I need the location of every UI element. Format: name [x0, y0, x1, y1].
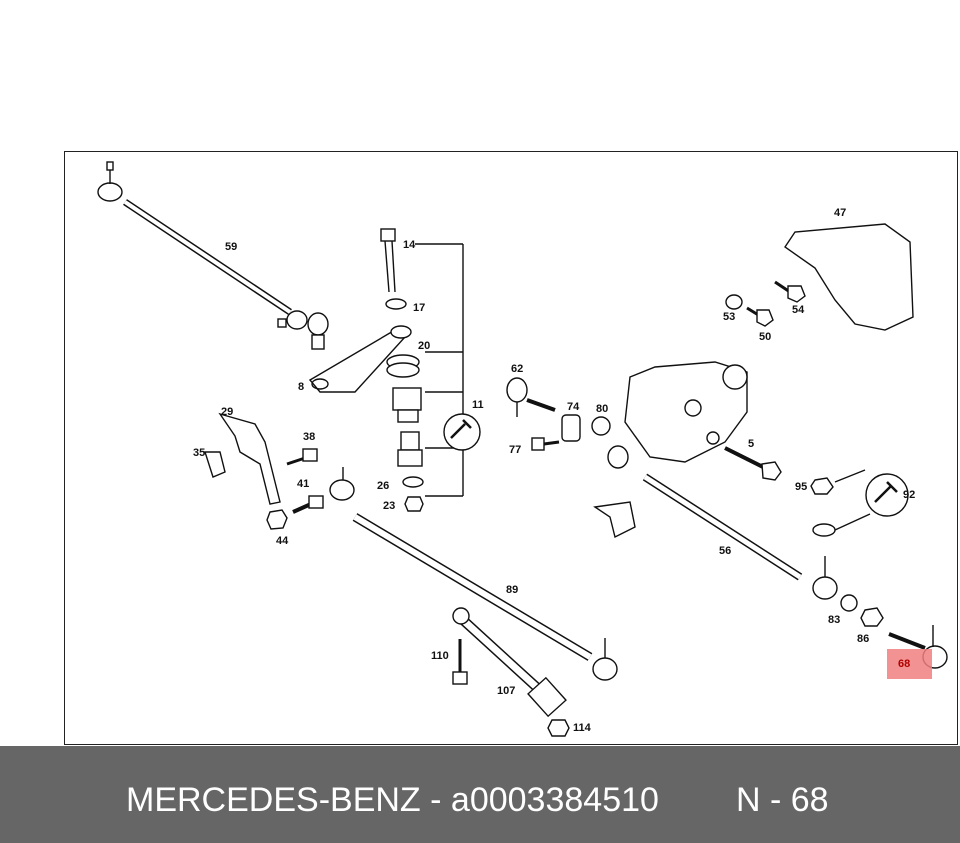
part-95-nut — [810, 477, 834, 495]
part-54-bolt — [774, 280, 806, 303]
label-62: 62 — [511, 363, 524, 375]
part-29-bracket — [204, 412, 281, 505]
part-47-cover — [784, 223, 914, 331]
parts-diagram-drawing — [97, 161, 948, 737]
label-95: 95 — [795, 481, 808, 493]
part-107-damper — [452, 607, 567, 718]
part-110-bolt — [452, 639, 468, 685]
label-54: 54 — [792, 304, 805, 316]
part-8-pitman-arm — [308, 325, 412, 393]
label-47: 47 — [834, 207, 847, 219]
label-80: 80 — [596, 403, 609, 415]
label-14: 14 — [403, 239, 416, 251]
label-110: 110 — [431, 650, 449, 662]
part-23-nut — [404, 496, 424, 512]
label-26: 26 — [377, 480, 390, 492]
label-83: 83 — [828, 614, 841, 626]
part-59-tie-rod — [97, 161, 329, 350]
part-89-tie-rod — [329, 467, 618, 681]
parts-diagram-frame: 59 14 17 8 20 11 29 35 38 41 44 26 23 62… — [64, 151, 958, 745]
part-114-nut — [547, 719, 570, 737]
footer-reference: N - 68 — [736, 781, 829, 819]
label-5: 5 — [748, 438, 755, 450]
label-77: 77 — [509, 444, 522, 456]
footer-brand: MERCEDES-BENZ — [126, 781, 421, 819]
part-92-tool-callout — [812, 469, 909, 537]
part-86-nut — [860, 607, 884, 627]
footer-bar — [0, 746, 960, 843]
part-77-bolt — [531, 437, 560, 451]
label-92: 92 — [903, 489, 916, 501]
part-50-bolt — [746, 306, 774, 327]
label-41: 41 — [297, 478, 310, 490]
label-20: 20 — [418, 340, 431, 352]
part-56-tie-rod — [607, 445, 838, 600]
part-41-bolt — [292, 495, 324, 514]
label-114: 114 — [573, 722, 591, 734]
label-29: 29 — [221, 406, 234, 418]
part-38-screw — [286, 448, 318, 466]
part-62-ball-joint — [506, 377, 556, 417]
label-44: 44 — [276, 535, 289, 547]
label-11: 11 — [472, 399, 484, 411]
footer-caption: MERCEDES-BENZ - a0003384510 — [126, 780, 659, 820]
label-38: 38 — [303, 431, 316, 443]
part-80-nut — [591, 416, 611, 436]
label-107: 107 — [497, 685, 516, 697]
highlighted-part-label: 68 — [898, 658, 911, 670]
label-89: 89 — [506, 584, 519, 596]
label-56: 56 — [719, 545, 732, 557]
part-74-bushing — [561, 414, 581, 442]
footer-separator: - — [420, 781, 451, 819]
part-26-washer — [402, 476, 424, 488]
part-53-washer — [725, 294, 743, 310]
label-74: 74 — [567, 401, 580, 413]
part-83-spacer — [840, 594, 858, 612]
label-8: 8 — [298, 381, 305, 393]
part-5-bolt — [724, 446, 782, 481]
footer-part-number: a0003384510 — [450, 781, 659, 819]
part-17-washer — [385, 298, 407, 310]
highlighted-part-marker — [887, 649, 932, 679]
label-86: 86 — [857, 633, 870, 645]
label-17: 17 — [413, 302, 426, 314]
part-44-nut — [266, 509, 288, 530]
label-50: 50 — [759, 331, 772, 343]
label-35: 35 — [193, 447, 206, 459]
part-14-bolt — [380, 228, 396, 293]
part-20-bushing — [386, 354, 420, 378]
label-59: 59 — [225, 241, 238, 253]
label-23: 23 — [383, 500, 396, 512]
part-11-shaft — [392, 243, 481, 497]
label-53: 53 — [723, 311, 736, 323]
steering-gear-box — [593, 361, 748, 539]
